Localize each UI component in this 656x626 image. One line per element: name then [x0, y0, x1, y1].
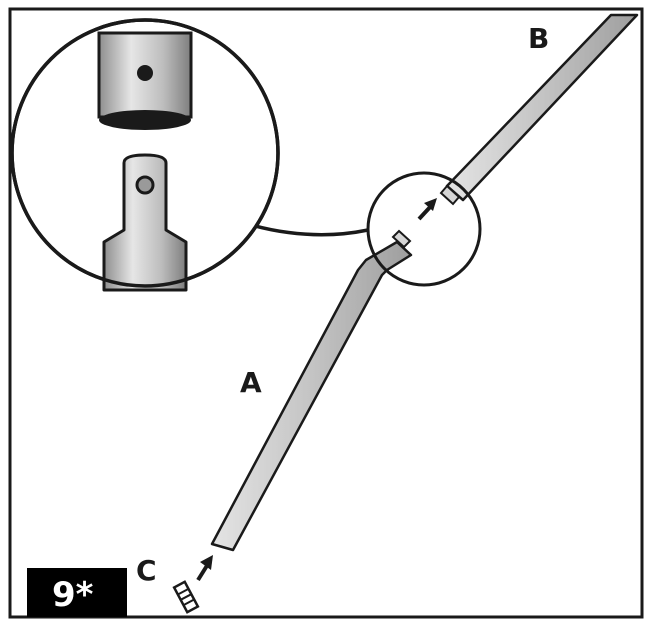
step-badge — [27, 568, 127, 617]
detail-socket-opening — [99, 110, 191, 130]
detail-socket-hole — [137, 65, 153, 81]
end-cap-icon — [172, 580, 200, 614]
upper-pole-socket — [439, 184, 461, 206]
lower-pole-connector — [391, 229, 412, 249]
label-upper-pole: B — [528, 22, 549, 55]
step-number: 9* — [52, 575, 94, 615]
label-lower-pole: A — [240, 366, 262, 399]
detail-connector-pin — [102, 153, 188, 292]
lower-pole — [210, 240, 413, 552]
label-pole-foot: C — [136, 554, 157, 587]
foot-insert-arrow-icon — [196, 555, 213, 582]
detail-circle-ring — [10, 18, 280, 288]
upper-pole — [445, 13, 639, 202]
connector-detail-icon — [10, 18, 280, 292]
spring-button-icon — [135, 175, 155, 195]
insert-arrow-icon — [417, 198, 437, 221]
joint-highlight-circle — [366, 171, 482, 287]
